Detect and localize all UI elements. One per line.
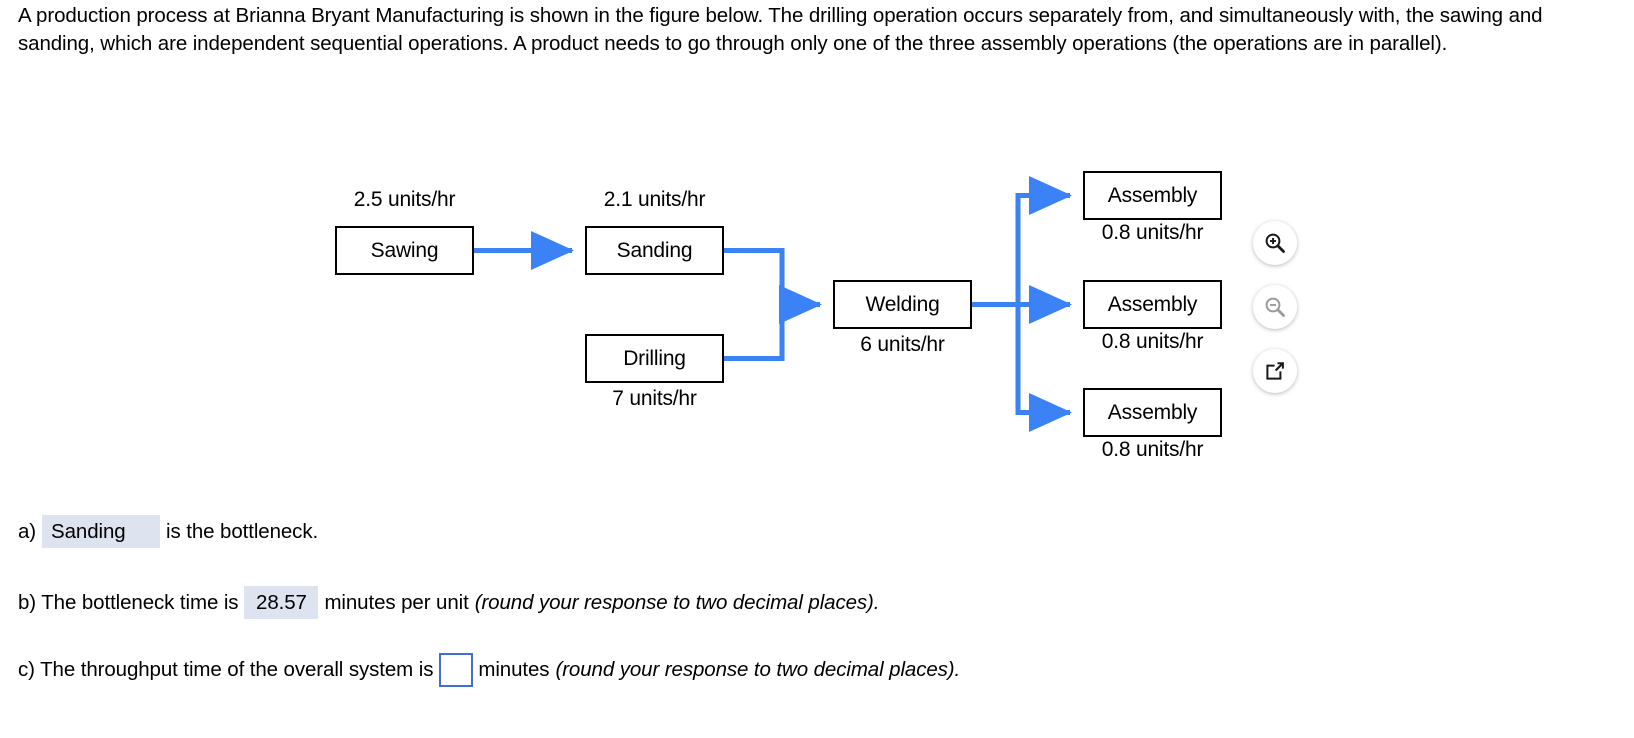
process-box-assembly-2: Assembly [1083, 280, 1222, 329]
open-in-new-window-button[interactable] [1253, 349, 1297, 393]
zoom-out-icon [1265, 297, 1285, 317]
answer-c-hint: (round your response to two decimal plac… [555, 658, 961, 681]
process-box-sanding: Sanding [585, 226, 724, 275]
zoom-in-button[interactable] [1253, 221, 1297, 265]
process-box-welding: Welding [833, 280, 972, 329]
zoom-in-icon [1265, 233, 1285, 253]
open-in-new-window-icon [1266, 362, 1284, 380]
throughput-time-field[interactable] [439, 653, 474, 687]
process-box-sawing: Sawing [335, 226, 474, 275]
rate-label-drilling: 7 units/hr [612, 387, 697, 410]
rate-label-sawing: 2.5 units/hr [353, 188, 456, 211]
answer-row-a: a) Sanding is the bottleneck. [18, 515, 318, 548]
edge-drilling-to-welding [721, 302, 785, 361]
process-box-assembly-1: Assembly [1083, 171, 1222, 220]
process-flow-diagram: Sawing Sanding Drilling Welding Assembly… [0, 100, 1340, 490]
process-box-drilling: Drilling [585, 334, 724, 383]
rate-label-sanding: 2.1 units/hr [603, 188, 706, 211]
edge-sanding-to-welding [721, 248, 785, 307]
answer-c-prefix: c) The throughput time of the overall sy… [18, 658, 434, 681]
answer-row-b: b) The bottleneck time is 28.57 minutes … [18, 586, 879, 619]
rate-label-welding: 6 units/hr [860, 333, 945, 356]
answer-b-hint: (round your response to two decimal plac… [474, 590, 880, 614]
answer-b-prefix: b) The bottleneck time is [18, 590, 239, 614]
process-box-assembly-3: Assembly [1083, 388, 1222, 437]
problem-statement: A production process at Brianna Bryant M… [18, 4, 1543, 55]
answer-a-prefix: a) [18, 519, 37, 543]
answer-b-suffix: minutes per unit [324, 590, 469, 614]
rate-label-assembly-3: 0.8 units/hr [1101, 438, 1204, 461]
rate-label-assembly-1: 0.8 units/hr [1101, 221, 1204, 244]
answer-c-suffix: minutes [478, 658, 550, 681]
answer-row-c: c) The throughput time of the overall sy… [18, 653, 960, 687]
bottleneck-name-field[interactable]: Sanding [42, 515, 161, 548]
answer-a-suffix: is the bottleneck. [166, 519, 319, 543]
zoom-out-button[interactable] [1253, 285, 1297, 329]
edge-welding-to-split-bus [972, 193, 1021, 415]
diagram-connectors [474, 176, 1073, 432]
bottleneck-time-field[interactable]: 28.57 [244, 586, 319, 619]
rate-label-assembly-2: 0.8 units/hr [1101, 330, 1204, 353]
